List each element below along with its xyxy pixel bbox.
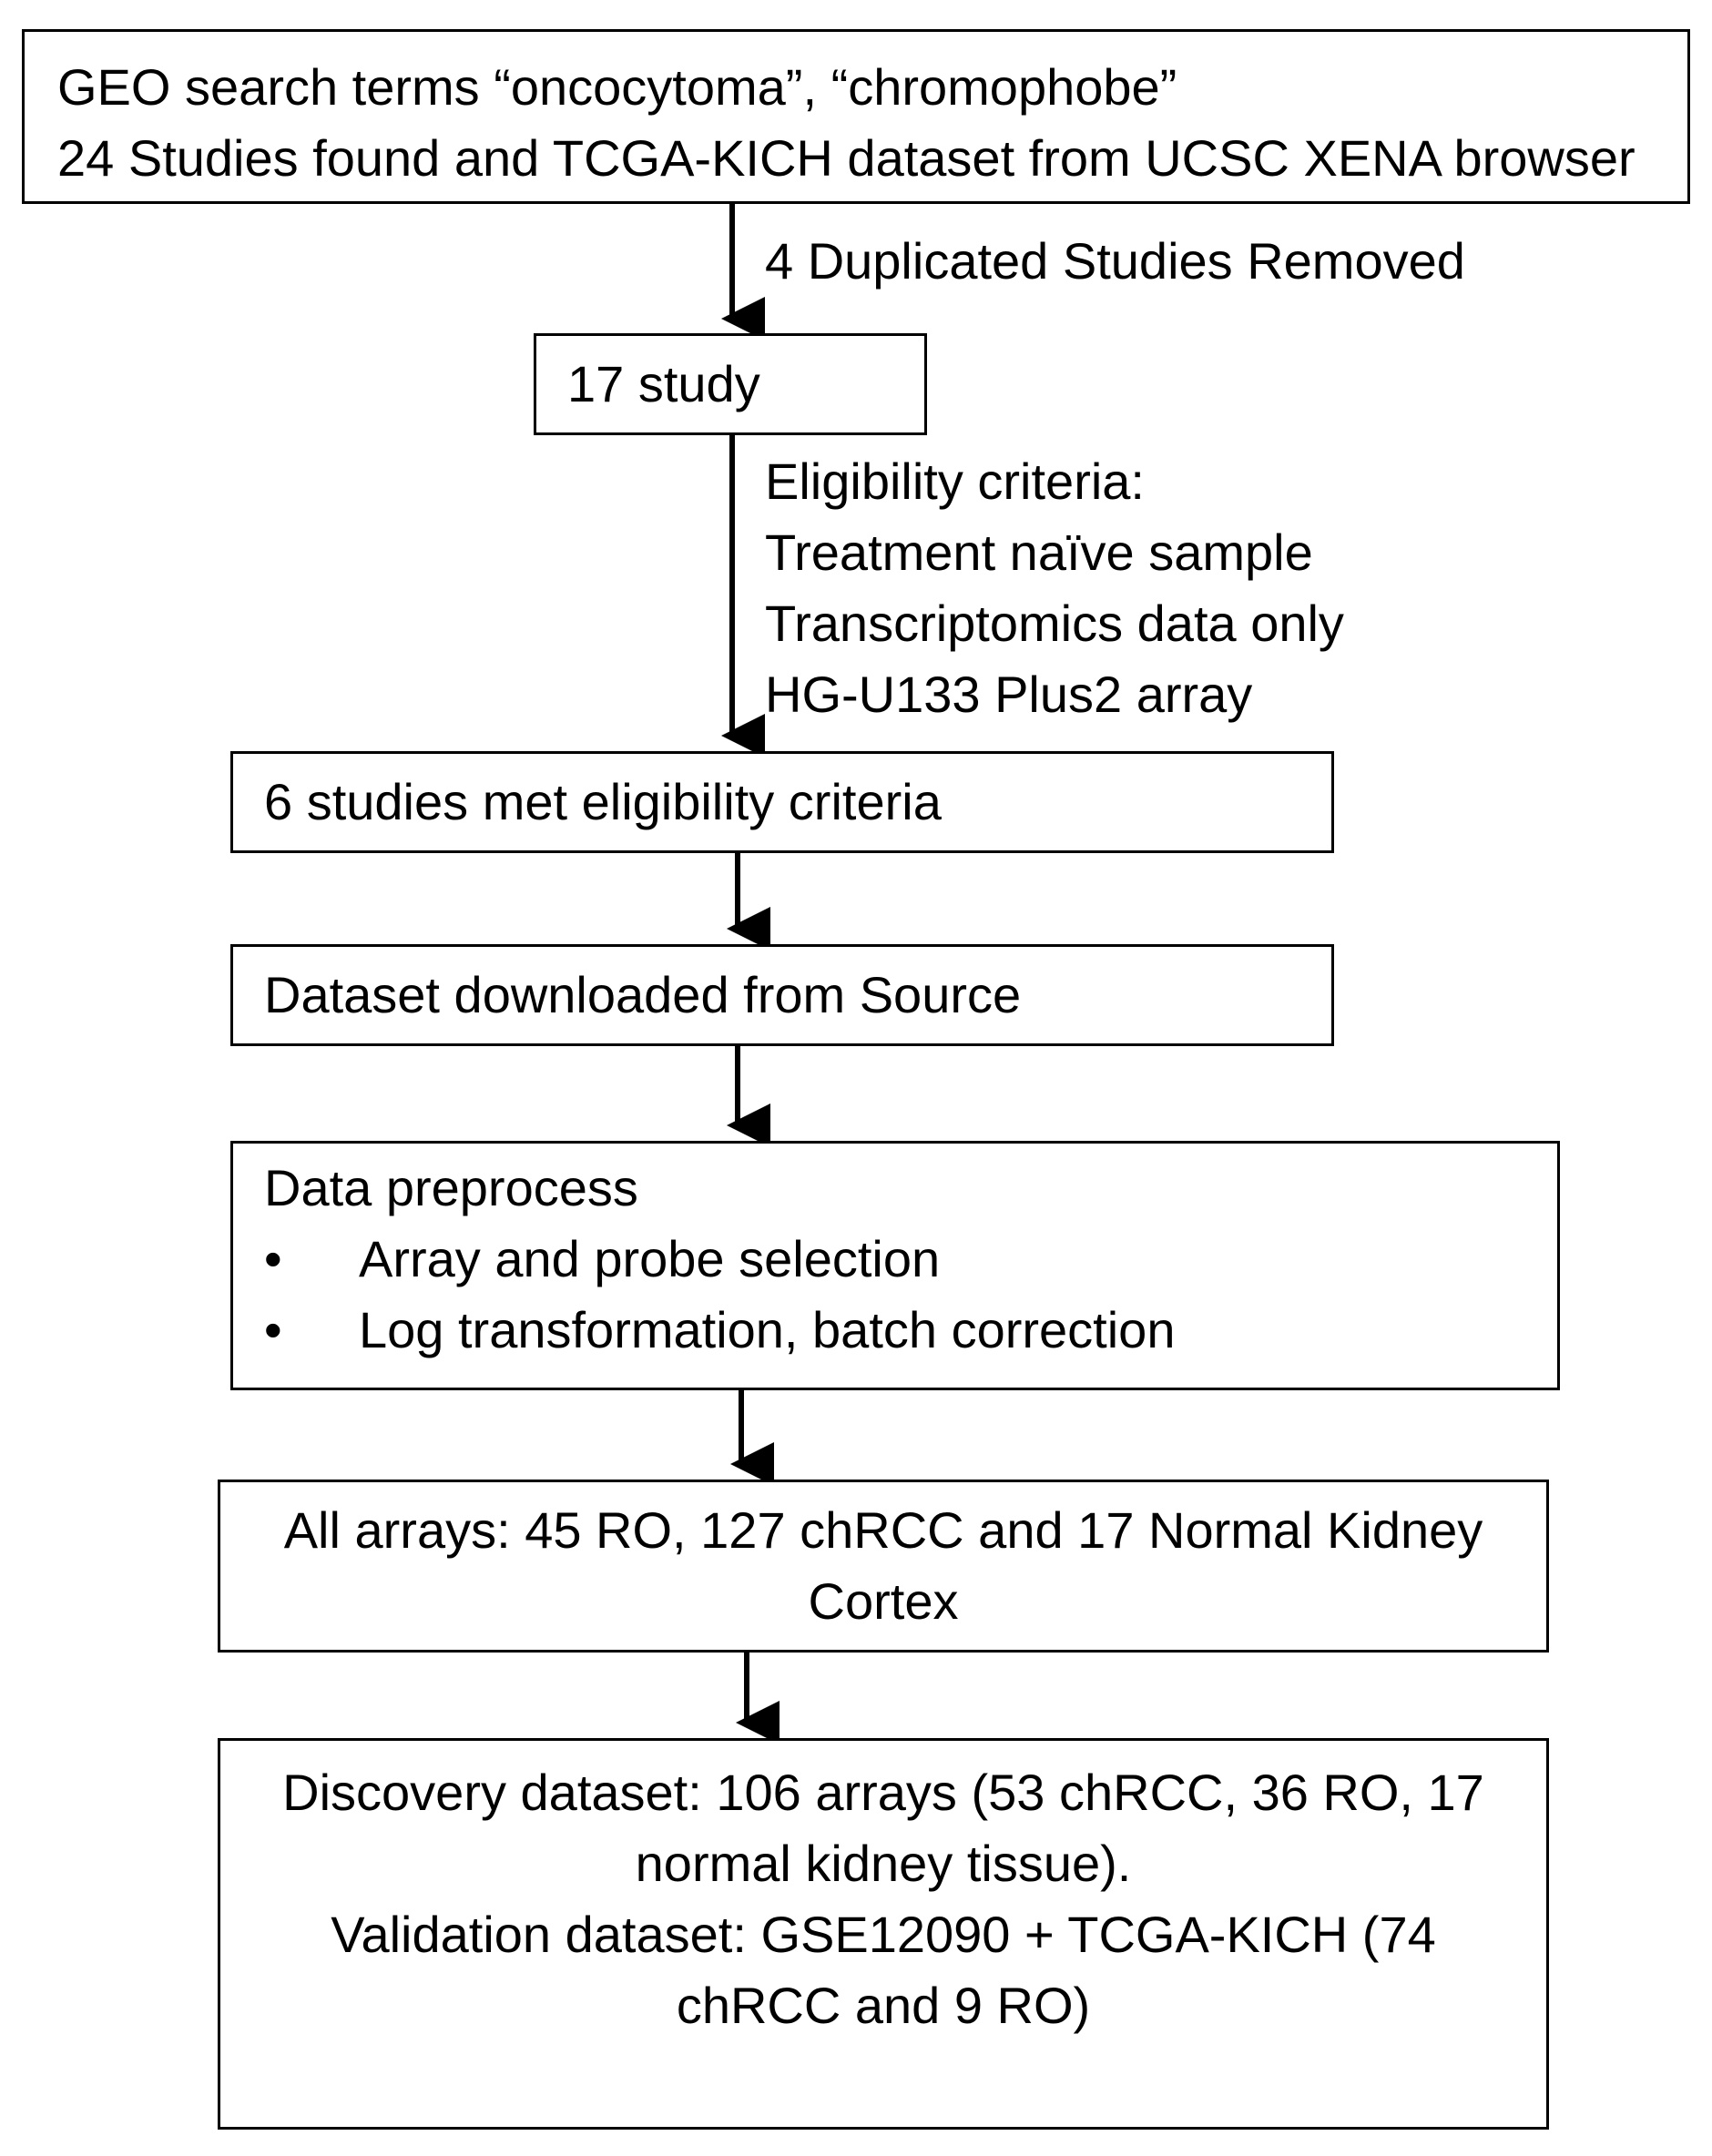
- study-count-box: 17 study: [534, 333, 927, 435]
- validation-dataset-text-cont: chRCC and 9 RO): [676, 1977, 1091, 2034]
- preprocess-step-text: Array and probe selection: [359, 1230, 941, 1287]
- bullet-icon: •: [264, 1230, 282, 1287]
- eligible-studies-box: 6 studies met eligibility criteria: [230, 751, 1334, 853]
- eligibility-title: Eligibility criteria:: [765, 453, 1145, 510]
- study-count-text: 17 study: [567, 355, 760, 412]
- eligibility-criteria-label: Eligibility criteria: Treatment naïve sa…: [765, 446, 1344, 730]
- datasets-box: Discovery dataset: 106 arrays (53 chRCC,…: [218, 1738, 1549, 2130]
- bullet-icon: •: [264, 1301, 282, 1358]
- discovery-dataset-text: Discovery dataset: 106 arrays (53 chRCC,…: [282, 1764, 1484, 1821]
- studies-found-text: 24 Studies found and TCGA-KICH dataset f…: [57, 129, 1636, 187]
- criterion-item: HG-U133 Plus2 array: [765, 666, 1253, 723]
- criterion-item: Treatment naïve sample: [765, 524, 1313, 581]
- eligible-studies-text: 6 studies met eligibility criteria: [264, 773, 942, 830]
- preprocess-step-text: Log transformation, batch correction: [359, 1301, 1176, 1358]
- all-arrays-text: All arrays: 45 RO, 127 chRCC and 17 Norm…: [283, 1501, 1483, 1559]
- validation-dataset-text: Validation dataset: GSE12090 + TCGA-KICH…: [331, 1906, 1436, 1963]
- preprocess-step: • Array and probe selection: [264, 1224, 1557, 1295]
- all-arrays-box: All arrays: 45 RO, 127 chRCC and 17 Norm…: [218, 1480, 1549, 1653]
- preprocess-box: Data preprocess • Array and probe selecti…: [230, 1141, 1560, 1390]
- discovery-dataset-text-cont: normal kidney tissue).: [635, 1835, 1132, 1892]
- dataset-download-box: Dataset downloaded from Source: [230, 944, 1334, 1046]
- search-box: GEO search terms “oncocytoma”, “chromoph…: [22, 29, 1690, 204]
- dataset-download-text: Dataset downloaded from Source: [264, 966, 1022, 1023]
- search-terms-text: GEO search terms “oncocytoma”, “chromoph…: [57, 58, 1177, 116]
- criterion-item: Transcriptomics data only: [765, 595, 1344, 652]
- duplicates-removed-label: 4 Duplicated Studies Removed: [765, 232, 1465, 290]
- preprocess-title: Data preprocess: [264, 1159, 638, 1216]
- all-arrays-text-cont: Cortex: [808, 1572, 959, 1630]
- preprocess-step: • Log transformation, batch correction: [264, 1295, 1557, 1366]
